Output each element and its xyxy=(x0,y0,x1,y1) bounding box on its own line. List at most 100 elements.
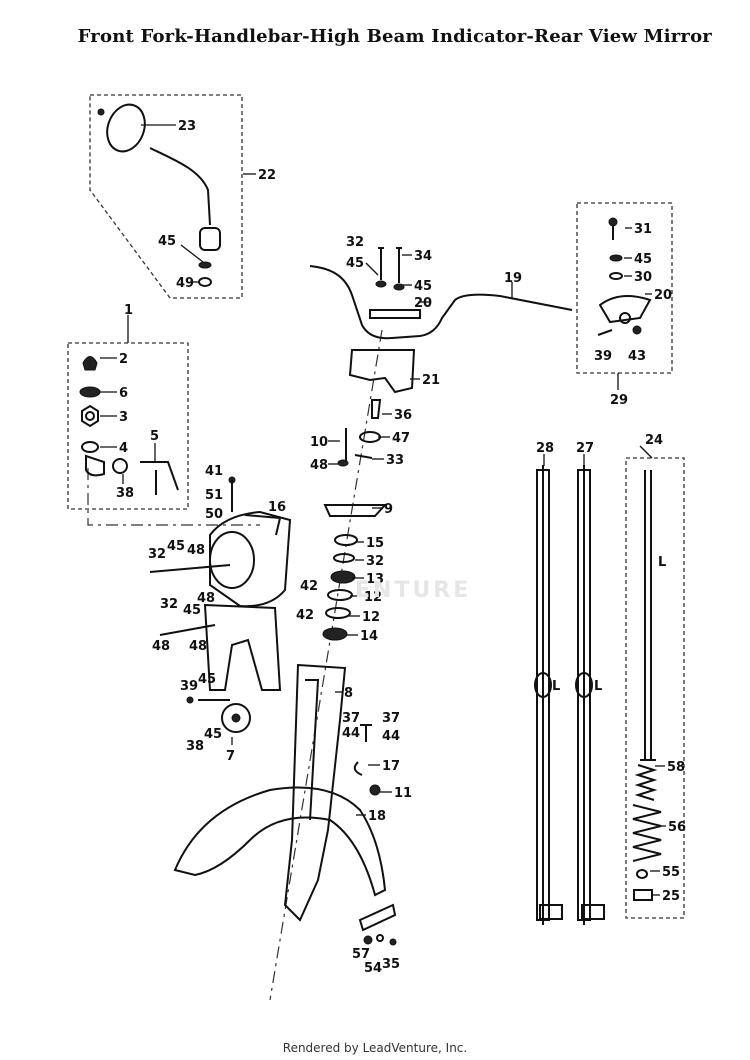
diagram-title: Front Fork-Handlebar-High Beam Indicator… xyxy=(77,26,712,47)
callout-45: 45 xyxy=(346,256,364,271)
callout-35: 35 xyxy=(382,957,400,972)
callout-45: 45 xyxy=(167,539,185,554)
callout-16: 16 xyxy=(268,500,286,515)
callout-37: 37 xyxy=(382,711,400,726)
headlight-bracket xyxy=(203,603,282,691)
callout-10: 10 xyxy=(310,435,328,450)
front-fork-body xyxy=(283,663,347,922)
callout-45: 45 xyxy=(158,234,176,249)
callout-45: 45 xyxy=(198,672,216,687)
callout-54: 54 xyxy=(364,961,382,976)
fork-mid-parts xyxy=(186,696,381,796)
callout-3: 3 xyxy=(119,410,128,425)
callout-48: 48 xyxy=(189,639,207,654)
callout-25: 25 xyxy=(662,889,680,904)
callout-9: 9 xyxy=(384,502,393,517)
callout-39: 39 xyxy=(594,349,612,364)
fork-tube-28 xyxy=(534,465,563,925)
callout-1: 1 xyxy=(124,303,133,318)
callout-49: 49 xyxy=(176,276,194,291)
callout-50: 50 xyxy=(205,507,223,522)
lower-link xyxy=(358,903,397,946)
callout-27: 27 xyxy=(576,441,594,456)
callout-28: 28 xyxy=(536,441,554,456)
length-L-24: L xyxy=(658,555,666,570)
steering-axis-line xyxy=(269,329,383,1001)
callout-8: 8 xyxy=(344,686,353,701)
callout-labels: 23 22 45 49 1 2 6 3 4 5 38 32 34 45 45 2… xyxy=(116,119,686,976)
callout-5: 5 xyxy=(150,429,159,444)
callout-41: 41 xyxy=(205,464,223,479)
length-L-27: L xyxy=(594,679,602,694)
headlight-case xyxy=(209,510,292,608)
callout-19: 19 xyxy=(504,271,522,286)
fork-spring-assembly xyxy=(632,470,662,901)
callout-45: 45 xyxy=(634,252,652,267)
callout-17: 17 xyxy=(382,759,400,774)
callout-47: 47 xyxy=(392,431,410,446)
callout-32: 32 xyxy=(148,547,166,562)
callout-7: 7 xyxy=(226,749,235,764)
callout-48: 48 xyxy=(152,639,170,654)
callout-39: 39 xyxy=(180,679,198,694)
callout-58: 58 xyxy=(667,760,685,775)
leader-lines xyxy=(100,124,666,896)
callout-21: 21 xyxy=(422,373,440,388)
callout-51: 51 xyxy=(205,488,223,503)
callout-43: 43 xyxy=(628,349,646,364)
mirror-group-box xyxy=(89,94,243,299)
callout-12: 12 xyxy=(364,590,382,605)
callout-13: 13 xyxy=(366,572,384,587)
handle-holder xyxy=(348,349,416,394)
callout-44: 44 xyxy=(342,726,360,741)
callout-38: 38 xyxy=(116,486,134,501)
length-L-28: L xyxy=(552,679,560,694)
control-lever-parts xyxy=(597,217,652,336)
callout-37: 37 xyxy=(342,711,360,726)
front-fender xyxy=(173,786,387,897)
callout-44: 44 xyxy=(382,729,400,744)
fork-spring-box xyxy=(625,457,685,919)
callout-20: 20 xyxy=(654,288,672,303)
callout-4: 4 xyxy=(119,441,128,456)
callout-42: 42 xyxy=(300,579,318,594)
callout-55: 55 xyxy=(662,865,680,880)
handlebar xyxy=(309,265,573,340)
control-group-box xyxy=(576,202,673,374)
callout-36: 36 xyxy=(394,408,412,423)
side-bolts xyxy=(149,476,236,636)
callout-30: 30 xyxy=(634,270,652,285)
callout-24: 24 xyxy=(645,433,663,448)
callout-22: 22 xyxy=(258,168,276,183)
footer-credit: Rendered by LeadVenture, Inc. xyxy=(282,1041,468,1055)
callout-42: 42 xyxy=(296,608,314,623)
callout-31: 31 xyxy=(634,222,652,237)
callout-34: 34 xyxy=(414,249,432,264)
callout-11: 11 xyxy=(394,786,412,801)
callout-29: 29 xyxy=(610,393,628,408)
callout-12: 12 xyxy=(362,610,380,625)
callout-33: 33 xyxy=(386,453,404,468)
callout-48: 48 xyxy=(197,591,215,606)
callout-15: 15 xyxy=(366,536,384,551)
callout-38: 38 xyxy=(186,739,204,754)
callout-48: 48 xyxy=(310,458,328,473)
callout-32: 32 xyxy=(160,597,178,612)
callout-6: 6 xyxy=(119,386,128,401)
holder-bolts xyxy=(375,247,405,291)
callout-2: 2 xyxy=(119,352,128,367)
callout-14: 14 xyxy=(360,629,378,644)
rear-view-mirror xyxy=(97,103,221,287)
callout-18: 18 xyxy=(368,809,386,824)
callout-20: 20 xyxy=(414,296,432,311)
callout-45: 45 xyxy=(183,603,201,618)
callout-32: 32 xyxy=(346,235,364,250)
callout-56: 56 xyxy=(668,820,686,835)
high-beam-indicator-parts xyxy=(79,356,179,495)
callout-48: 48 xyxy=(187,543,205,558)
callout-23: 23 xyxy=(178,119,196,134)
callout-32: 32 xyxy=(366,554,384,569)
callout-45: 45 xyxy=(414,279,432,294)
callout-45: 45 xyxy=(204,727,222,742)
